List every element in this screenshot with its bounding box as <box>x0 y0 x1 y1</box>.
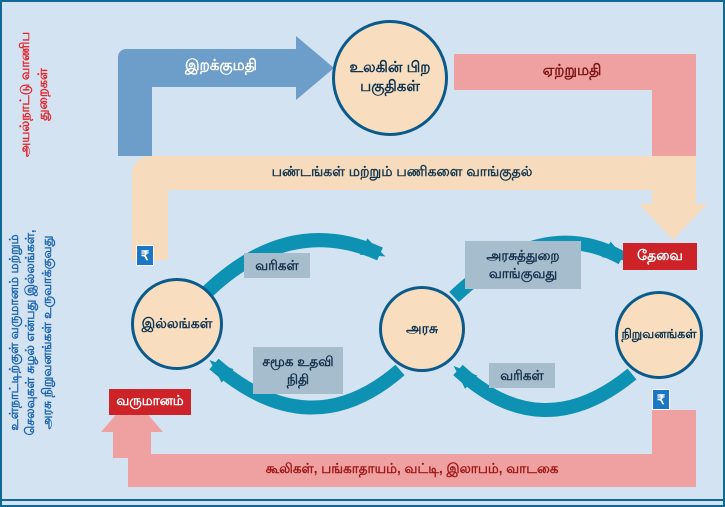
income-badge: வருமானம் <box>109 389 191 415</box>
firm-taxes-arrow <box>453 364 637 417</box>
exports-label: ஏற்றுமதி <box>542 62 602 79</box>
factor-band-right-vertical <box>652 410 696 458</box>
goods-band-right-vertical <box>652 190 696 204</box>
government-label: அரசு <box>406 319 438 336</box>
factor-band-left-vertical <box>113 430 151 458</box>
goods-purchase-label: பண்டங்கள் மற்றும் பணிகளை வாங்குதல் <box>271 163 533 179</box>
imports-arrow-body <box>118 49 296 87</box>
demand-badge: தேவை <box>623 243 697 270</box>
rupee-icon: ₹ <box>136 245 154 266</box>
firm-taxes-box: வரிகள் <box>489 363 555 388</box>
social-assistance-box: சமூக உதவி நிதி <box>253 347 343 394</box>
imports-label: இறக்குமதி <box>185 57 257 74</box>
rupee-icon: ₹ <box>652 389 670 410</box>
rest-of-world-node: உலகின் பிற பகுதிகள் <box>332 20 448 136</box>
factor-band-body <box>128 454 696 487</box>
social-assistance-arrow <box>209 358 405 415</box>
government-node: அரசு <box>379 286 465 372</box>
households-node: இல்லங்கள் <box>131 278 223 370</box>
frame-inner-bottom-line <box>2 499 723 501</box>
firms-node: நிறுவனங்கள் <box>615 291 703 379</box>
imports-arrowhead-icon <box>296 36 334 100</box>
goods-band-body <box>132 156 696 190</box>
government-purchases-box: அரசுத்துறை வாங்குவது <box>465 241 581 289</box>
exports-arrow-vertical <box>652 54 696 156</box>
household-taxes-box: வரிகள் <box>244 253 310 278</box>
rest-of-world-label: உலகின் பிற பகுதிகள் <box>349 59 431 95</box>
factor-payments-label: கூலிகள், பங்காதாயம், வட்டி, இலாபம், வாடக… <box>265 461 559 476</box>
firms-label: நிறுவனங்கள் <box>621 327 697 341</box>
households-label: இல்லங்கள் <box>141 314 213 331</box>
households-taxes-arrow <box>197 233 386 302</box>
goods-arrowhead-icon <box>639 204 707 240</box>
